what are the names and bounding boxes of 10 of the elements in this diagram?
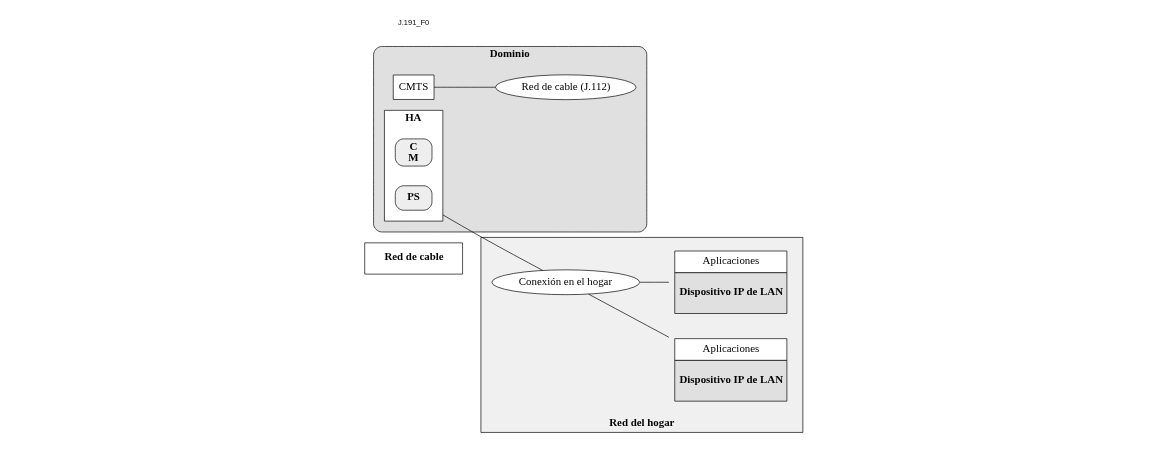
connector: [433, 86, 496, 88]
node-box: PS: [394, 185, 433, 211]
node-ellipse: Conexión en el hogar: [491, 269, 641, 295]
node-box: Red de cable: [364, 242, 463, 275]
connector: [588, 293, 670, 338]
label: J.191_F0: [398, 18, 430, 28]
node-box: C M: [394, 138, 433, 167]
node-ellipse: Red de cable (J.112): [495, 74, 637, 100]
node-box: CMTS: [392, 74, 435, 100]
connector: [442, 214, 543, 271]
